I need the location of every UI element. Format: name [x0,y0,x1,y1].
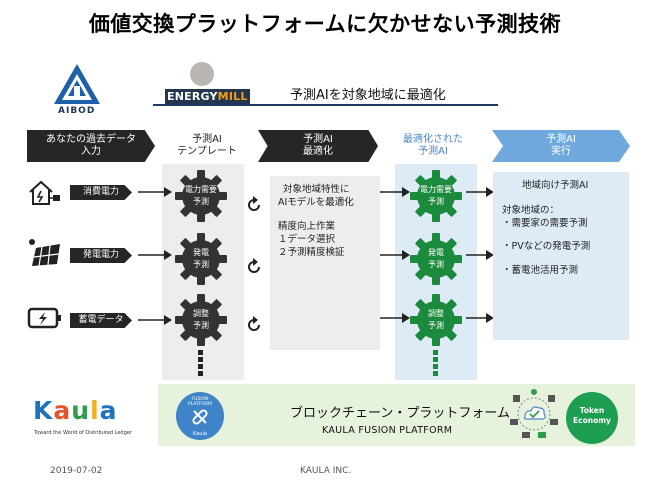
kaula-letter-k: K [33,396,54,425]
step-template-line2: テンプレート [177,146,237,157]
aibod-logo [54,64,100,104]
arrow-generation [138,250,172,260]
optimization-line3: 精度向上作業 [278,221,336,232]
fusion-top-line2: PLATFORM [188,402,212,407]
token-line2: Economy [573,416,611,425]
battery-icon [27,307,61,329]
optimization-box [270,176,380,350]
execution-item1: ・需要家の需要予測 [502,218,588,229]
step-optimize-line2: 最適化 [303,146,333,157]
optimized-gear-adjust-l2: 予測 [428,321,444,330]
step-input-line1: あなたの過去データ [46,134,136,145]
template-gear-generation-l1: 発電 [193,248,209,257]
subtitle: 予測AIを対象地域に最適化 [290,88,446,103]
ellipsis-template-icon [198,350,203,376]
arrow-opt-demand [380,187,410,197]
energymill-mill: MILL [217,90,248,103]
refresh-icon-1 [248,196,260,211]
fusion-top-line1: FUSION [191,397,209,402]
kaula-logo: Kaula [33,396,118,425]
step-optimized-header: 最適化された予測AI [392,130,474,162]
kaula-letter-l: l [90,396,100,425]
template-gear-label-demand: 電力需要予測 [173,184,229,208]
arrow-opt-generation [380,250,410,260]
optimization-line4: １データ選択 [278,234,336,245]
optimized-gear-adjust-l1: 調整 [428,309,444,318]
arrow-opt-adjust [380,313,410,323]
template-gear-demand-l1: 電力需要 [185,185,217,194]
step-template-line1: 予測AI [192,134,222,145]
token-line1: Token [579,406,605,415]
kaula-letter-a1: a [53,396,72,425]
footer-company: KAULA INC. [300,466,352,476]
step-input-header: あなたの過去データ入力 [27,130,155,162]
optimization-line1: 対象地域特性に [283,184,350,195]
kaula-letter-a2: a [99,396,118,425]
refresh-icon-3 [248,316,260,331]
step-execute-line1: 予測AI [546,134,576,145]
template-gear-adjust-l1: 調整 [193,309,209,318]
energymill-wordmark: ENERGYMILL [165,89,250,104]
arrow-consumption [138,187,172,197]
aibod-wordmark: AIBOD [58,106,96,116]
template-gear-label-generation: 発電予測 [173,247,229,271]
execution-item2: ・PVなどの発電予測 [502,241,591,252]
blockchain-title: ブロックチェーン・プラットフォーム [290,406,510,421]
energymill-photo [190,62,214,86]
execution-intro: 対象地域の： [502,205,560,216]
optimized-gear-label-adjust: 調整予測 [408,308,464,332]
footer-date: 2019-07-02 [50,466,103,476]
step-optimized-line2: 予測AI [418,146,448,157]
execution-item3: ・蓄電池活用予測 [502,265,579,276]
optimized-gear-label-demand: 電力需要予測 [408,184,464,208]
template-gear-label-adjust: 調整予測 [173,308,229,332]
house-plug-icon [29,180,60,205]
execution-box [493,172,629,340]
arrow-exec-generation [466,250,494,260]
step-execute-line2: 実行 [550,146,571,157]
arrow-exec-adjust [466,313,494,323]
optimization-line5: ２予測精度検証 [278,247,345,258]
optimized-gear-demand-l1: 電力需要 [420,185,452,194]
arrow-storage [138,315,172,325]
optimized-gear-generation-l2: 予測 [428,260,444,269]
blockchain-subtitle: KAULA FUSION PLATFORM [322,425,453,436]
kaula-letter-u: u [71,396,91,425]
step-optimize-line1: 予測AI [303,134,333,145]
energymill-energy: ENERGY [167,90,218,103]
token-economy-badge [566,392,618,444]
fusion-mark-icon [192,409,208,425]
input-label-consumption: 消費電力 [70,185,132,200]
input-label-storage: 蓄電データ [70,313,132,328]
page-title: 価値交換プラットフォームに欠かせない予測技術 [88,12,562,36]
optimized-gear-label-generation: 発電予測 [408,247,464,271]
optimized-gear-generation-l1: 発電 [428,248,444,257]
step-optimized-line1: 最適化された [403,134,463,145]
kaula-tagline: Toward the World of Distributed Ledger [34,430,132,436]
template-gear-demand-l2: 予測 [193,197,209,206]
step-input-line2: 入力 [81,146,101,157]
solar-panel-icon [29,239,60,267]
template-gear-generation-l2: 予測 [193,260,209,269]
refresh-icon-2 [248,258,260,273]
arrow-exec-demand [466,187,494,197]
optimization-line2: AIモデルを最適化 [278,197,354,208]
energy-network-cloud-icon [510,389,558,438]
blockchain-platform-box [158,384,635,446]
optimized-gear-demand-l2: 予測 [428,197,444,206]
subtitle-underline [153,104,498,106]
template-gear-adjust-l2: 予測 [193,321,209,330]
input-label-generation: 発電電力 [70,248,132,263]
ellipsis-optimized-icon [433,350,438,376]
execution-heading: 地域向け予測AI [522,180,589,191]
fusion-logo-bottom: Kaula [193,431,207,437]
